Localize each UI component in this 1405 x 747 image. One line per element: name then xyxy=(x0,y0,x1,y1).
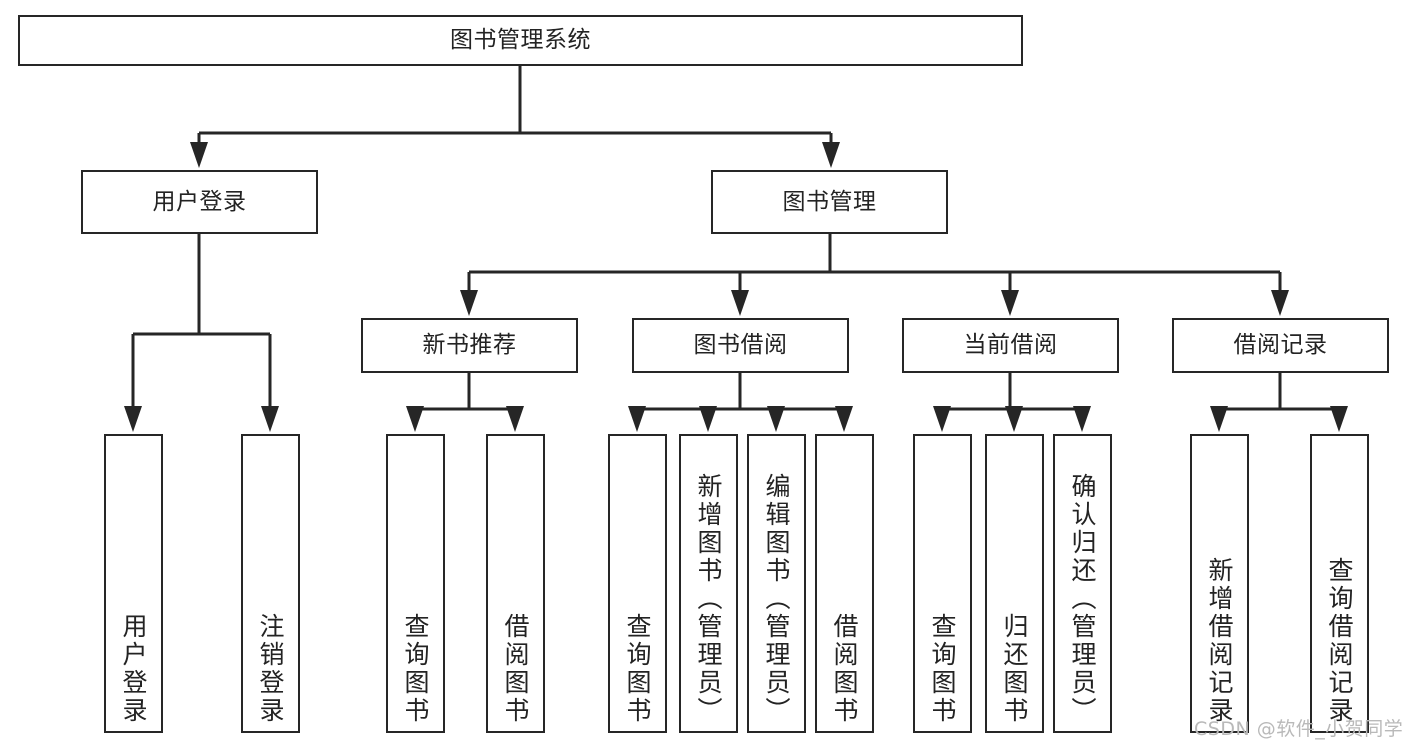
leaf-node-leaf-return-book[interactable]: 归还图书 xyxy=(985,434,1044,733)
node-label: 用户登录 xyxy=(119,613,148,725)
level2-node-user-login[interactable]: 用户登录 xyxy=(81,170,318,234)
node-label: 查询借阅记录 xyxy=(1325,557,1354,725)
node-label: 新书推荐 xyxy=(422,332,517,359)
node-label: 图书管理 xyxy=(782,188,877,215)
node-label: 查询图书 xyxy=(623,613,652,725)
level3-node-borrow-record[interactable]: 借阅记录 xyxy=(1172,318,1389,373)
node-label: 查询图书 xyxy=(401,613,430,725)
leaf-node-leaf-query-book-borrow[interactable]: 查询图书 xyxy=(608,434,667,733)
node-label: 借阅图书 xyxy=(501,613,530,725)
leaf-node-leaf-logout[interactable]: 注销登录 xyxy=(241,434,300,733)
node-label: 编辑图书（管理员） xyxy=(762,473,791,725)
level2-node-book-management[interactable]: 图书管理 xyxy=(711,170,948,234)
node-label: 用户登录 xyxy=(152,188,247,215)
node-label: 借阅记录 xyxy=(1233,332,1328,359)
node-label: 新增图书（管理员） xyxy=(694,473,723,725)
root-node-root[interactable]: 图书管理系统 xyxy=(18,15,1023,66)
leaf-node-leaf-query-book-recommend[interactable]: 查询图书 xyxy=(386,434,445,733)
leaf-node-leaf-query-book-current[interactable]: 查询图书 xyxy=(913,434,972,733)
leaf-node-leaf-user-login[interactable]: 用户登录 xyxy=(104,434,163,733)
leaf-node-leaf-query-borrow-record[interactable]: 查询借阅记录 xyxy=(1310,434,1369,733)
node-label: 新增借阅记录 xyxy=(1205,557,1234,725)
level3-node-new-book-recommend[interactable]: 新书推荐 xyxy=(361,318,578,373)
leaf-node-leaf-add-borrow-record[interactable]: 新增借阅记录 xyxy=(1190,434,1249,733)
leaf-node-leaf-add-book[interactable]: 新增图书（管理员） xyxy=(679,434,738,733)
level3-node-current-borrow[interactable]: 当前借阅 xyxy=(902,318,1119,373)
node-label: 图书借阅 xyxy=(693,332,788,359)
node-label: 借阅图书 xyxy=(830,613,859,725)
node-label: 图书管理系统 xyxy=(450,27,591,54)
leaf-node-leaf-borrow-book-recommend[interactable]: 借阅图书 xyxy=(486,434,545,733)
leaf-node-leaf-edit-book[interactable]: 编辑图书（管理员） xyxy=(747,434,806,733)
node-label: 确认归还（管理员） xyxy=(1068,473,1097,725)
node-label: 当前借阅 xyxy=(963,332,1058,359)
leaf-node-leaf-borrow-book[interactable]: 借阅图书 xyxy=(815,434,874,733)
node-label: 归还图书 xyxy=(1000,613,1029,725)
leaf-node-leaf-confirm-return[interactable]: 确认归还（管理员） xyxy=(1053,434,1112,733)
node-label: 查询图书 xyxy=(928,613,957,725)
level3-node-book-borrow[interactable]: 图书借阅 xyxy=(632,318,849,373)
node-label: 注销登录 xyxy=(256,613,285,725)
